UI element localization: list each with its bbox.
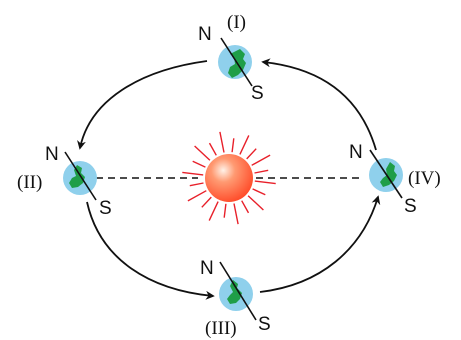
north-pole-label: N: [349, 142, 363, 163]
continent-shape: [380, 162, 397, 187]
position-label: (IV): [408, 168, 441, 189]
south-pole-label: S: [404, 196, 417, 217]
sun-ray: [208, 201, 219, 221]
sun-ray: [239, 135, 250, 155]
north-pole-label: N: [200, 258, 214, 279]
sun-ray: [247, 195, 264, 211]
sun-ray: [182, 171, 204, 176]
sun-ray: [201, 196, 212, 208]
orbit-arrow-ii-to-iii: [86, 201, 215, 300]
sun-ray: [192, 160, 206, 168]
sun-ray: [189, 182, 204, 187]
sun-ray: [233, 203, 239, 225]
sun-ray: [251, 154, 271, 166]
orbit-arrow-iii-to-iv: [259, 195, 381, 293]
earth-position-ii: N S (II): [17, 144, 112, 219]
earth-position-i: N S (I): [198, 12, 264, 104]
sun-icon: [182, 131, 276, 225]
sun-ray: [231, 138, 235, 153]
rotation-axis: [64, 151, 97, 201]
orbit-arrow-i-to-ii: [77, 60, 208, 150]
sun-ray: [254, 180, 276, 185]
sun-ray: [187, 190, 207, 202]
position-label: (III): [205, 318, 237, 339]
continent-shape: [69, 165, 85, 188]
earth-position-iii: N S (III): [200, 258, 271, 339]
orbit: [77, 58, 381, 300]
sun-ray: [194, 145, 211, 161]
north-pole-label: N: [198, 24, 212, 45]
sun-ray: [254, 169, 269, 174]
continent-shape: [227, 280, 242, 304]
sun-ray: [246, 148, 257, 160]
south-pole-label: S: [251, 83, 264, 104]
south-pole-label: S: [258, 314, 271, 335]
north-pole-label: N: [45, 144, 59, 165]
sun-ray: [219, 131, 225, 153]
earth-position-iv: N S (IV): [349, 142, 441, 217]
rotation-axis: [220, 37, 253, 87]
orbit-arrow-iv-to-i: [261, 58, 377, 151]
sun-ray: [241, 200, 250, 214]
position-label: (I): [227, 12, 246, 33]
south-pole-label: S: [99, 198, 112, 219]
rotation-axis: [369, 149, 403, 199]
sun-ray: [208, 142, 217, 156]
rotation-axis: [219, 261, 257, 321]
sun-ray: [252, 188, 266, 196]
position-label: (II): [17, 172, 42, 193]
sun-ray: [223, 203, 227, 218]
